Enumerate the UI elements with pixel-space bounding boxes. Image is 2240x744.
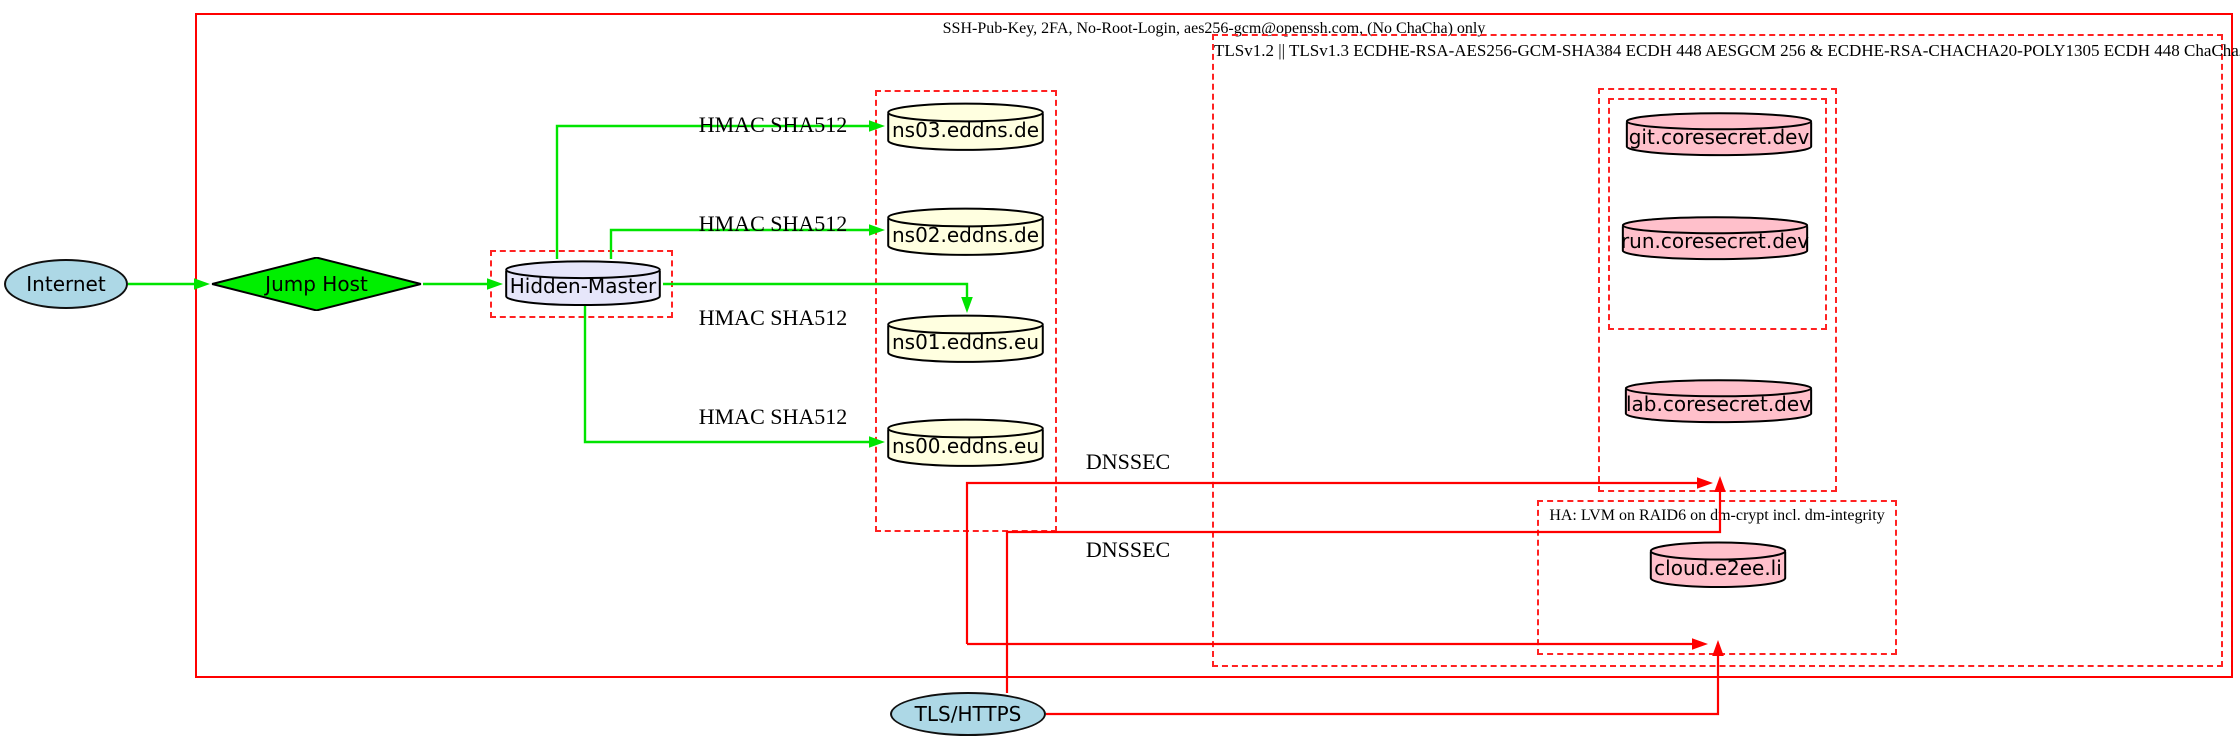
edge-tlshttps-to-cloud (1046, 656, 1720, 716)
node-ns01: ns01.eddns.eu (885, 312, 1046, 364)
cylinder-shape (885, 100, 1046, 152)
cylinder-shape (885, 205, 1046, 257)
node-hidden-master: Hidden-Master (503, 258, 663, 307)
arrowhead-cloud-up (1712, 640, 1724, 656)
arrowhead-ns00 (869, 436, 885, 448)
edge-label-hmac-3: HMAC SHA512 (698, 305, 848, 330)
edge-dnssec-to-coresecret (965, 481, 1697, 644)
cluster-ssh-label: SSH-Pub-Key, 2FA, No-Root-Login, aes256-… (942, 20, 1486, 37)
node-tls-https-label: TLS/HTTPS (914, 702, 1022, 726)
node-cloud: cloud.e2ee.li (1648, 539, 1788, 589)
red-edges-group (965, 481, 1722, 716)
node-cloud-label: cloud.e2ee.li (1654, 555, 1782, 580)
node-run: run.coresecret.dev (1619, 214, 1811, 261)
edge-label-hmac-2: HMAC SHA512 (698, 211, 848, 236)
node-ns01-label: ns01.eddns.eu (891, 329, 1040, 354)
cylinder-shape (885, 312, 1046, 364)
node-git: git.coresecret.dev (1623, 110, 1815, 157)
node-lab-label: lab.coresecret.dev (1625, 392, 1812, 416)
node-run-label: run.coresecret.dev (1620, 229, 1810, 253)
cylinder-shape (1619, 214, 1811, 261)
edge-label-dnssec-1: DNSSEC (1085, 449, 1171, 474)
arrowhead-coresecret-up (1714, 476, 1726, 492)
node-ns00-label: ns00.eddns.eu (891, 433, 1040, 458)
arrowhead-hiddenmaster (487, 278, 503, 290)
node-ns02-label: ns02.eddns.de (891, 222, 1040, 247)
arrowhead-coresecret-right (1697, 477, 1713, 489)
node-internet: Internet (4, 259, 128, 309)
node-hidden-master-label: Hidden-Master (509, 274, 657, 298)
edge-hiddenmaster-ns01 (663, 282, 969, 297)
node-tls-https: TLS/HTTPS (890, 692, 1046, 736)
edge-hiddenmaster-ns03 (555, 124, 870, 259)
cylinder-shape (503, 258, 663, 307)
cluster-tls-label: TLSv1.2 || TLSv1.3 ECDHE-RSA-AES256-GCM-… (1214, 41, 2240, 60)
node-ns02: ns02.eddns.de (885, 205, 1046, 257)
node-jump-host-label: Jump Host (265, 272, 368, 296)
edge-label-hmac-4: HMAC SHA512 (698, 404, 848, 429)
edge-label-dnssec-2: DNSSEC (1085, 537, 1171, 562)
edge-hiddenmaster-ns02 (609, 228, 870, 259)
cluster-ha-label: HA: LVM on RAID6 on dm-crypt incl. dm-in… (1549, 507, 1885, 524)
cylinder-shape (1622, 377, 1815, 424)
green-edges-group (128, 124, 969, 444)
edge-label-hmac-1: HMAC SHA512 (698, 112, 848, 137)
node-ns03: ns03.eddns.de (885, 100, 1046, 152)
arrowhead-ns03 (869, 120, 885, 132)
edge-hiddenmaster-ns00 (583, 306, 870, 444)
node-lab: lab.coresecret.dev (1622, 377, 1815, 424)
cluster-coresecret-inner-box (1608, 98, 1827, 330)
node-ns03-label: ns03.eddns.de (891, 117, 1040, 142)
red-arrowheads-group (1692, 476, 1726, 656)
node-jump-host: Jump Host (210, 257, 423, 311)
arrowhead-ha-right (1692, 638, 1708, 650)
cluster-ssh-box: SSH-Pub-Key, 2FA, No-Root-Login, aes256-… (195, 13, 2233, 678)
cylinder-shape (1648, 539, 1788, 589)
node-ns00: ns00.eddns.eu (885, 416, 1046, 468)
cylinder-shape (1623, 110, 1815, 157)
edge-tlshttps-to-coresecret (1005, 492, 1722, 693)
arrowhead-jumphost (194, 278, 210, 290)
arrowhead-ns02 (869, 224, 885, 236)
node-git-label: git.coresecret.dev (1628, 125, 1810, 149)
cylinder-shape (885, 416, 1046, 468)
node-internet-label: Internet (26, 272, 106, 296)
green-arrowheads-group (194, 120, 973, 448)
diamond-shape (210, 257, 423, 311)
arrowhead-ns01 (961, 297, 973, 313)
